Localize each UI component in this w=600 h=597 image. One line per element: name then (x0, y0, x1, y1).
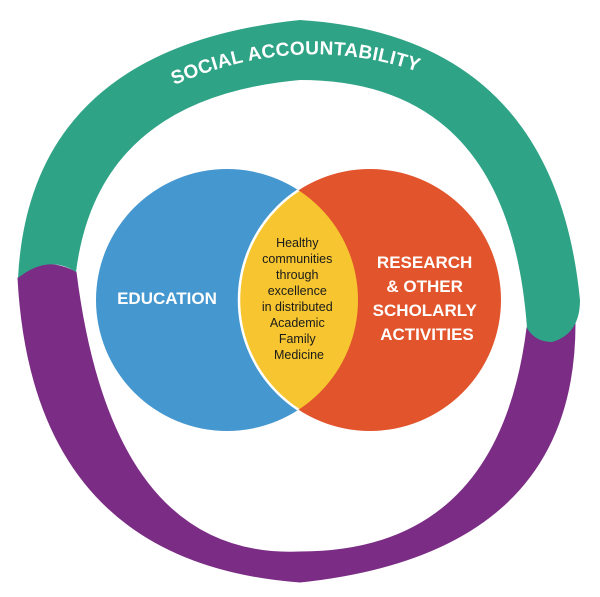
center-label-line: Healthy (276, 236, 319, 250)
center-label-line: Family (279, 332, 317, 346)
center-mission-label: Healthy communities through excellence i… (262, 236, 336, 362)
center-label-line: excellence (268, 284, 327, 298)
center-label-line: Academic (270, 316, 325, 330)
center-label-line: communities (262, 252, 332, 266)
center-label-line: through (276, 268, 318, 282)
center-label-line: in distributed (262, 300, 333, 314)
research-label-line: SCHOLARLY (373, 301, 478, 320)
research-label-line: & OTHER (386, 277, 463, 296)
research-label: RESEARCH & OTHER SCHOLARLY ACTIVITIES (373, 253, 482, 344)
research-label-line: ACTIVITIES (380, 325, 474, 344)
education-label: EDUCATION (117, 289, 217, 308)
center-label-line: Medicine (274, 348, 324, 362)
research-label-line: RESEARCH (377, 253, 472, 272)
social-accountability-band (18, 20, 580, 342)
overlap-lens (237, 169, 358, 431)
